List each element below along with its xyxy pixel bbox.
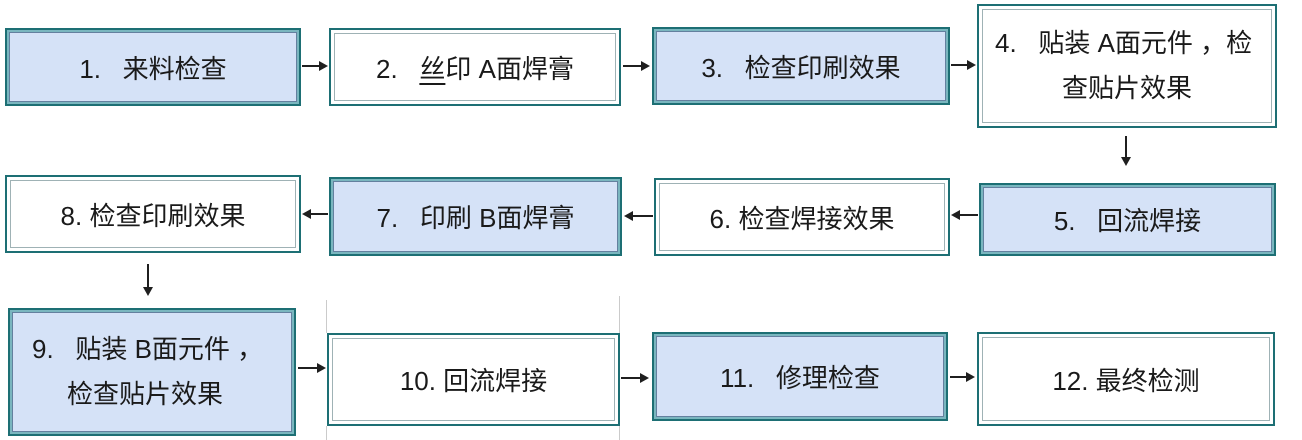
arrow-right-icon: [298, 362, 326, 374]
step-label: 8. 检查印刷效果: [60, 200, 246, 231]
arrow-right-icon: [951, 59, 976, 71]
step-label-line2: 查贴片效果: [1061, 73, 1192, 103]
arrow-left-icon: [302, 208, 328, 220]
arrow-shaft: [1125, 136, 1127, 158]
step-label: 11. 修理检查: [720, 363, 880, 393]
flow-step-1-incoming-inspection: 1. 来料检查: [5, 28, 301, 106]
flow-step-10-reflow-soldering: 10. 回流焊接: [327, 333, 620, 426]
step-label: 3. 检查印刷效果: [701, 52, 901, 83]
faint-vertical-line: [619, 426, 620, 440]
arrow-left-icon: [624, 210, 653, 222]
arrow-right-icon: [950, 371, 975, 383]
arrow-right-icon: [621, 372, 649, 384]
arrow-down-icon: [142, 264, 154, 296]
flow-step-5-reflow-soldering: 5. 回流焊接: [979, 183, 1276, 256]
arrow-left-icon: [951, 209, 978, 221]
arrow-right-icon: [302, 60, 328, 72]
arrow-shaft: [621, 377, 641, 379]
step-label: 6. 检查焊接效果: [709, 203, 895, 234]
step-label-part: 印 A面焊膏: [445, 53, 574, 84]
flow-step-7-print-solder-paste-side-b: 7. 印刷 B面焊膏: [329, 177, 622, 256]
step-label-line1: 4. 贴装 A面元件 ，检: [995, 28, 1253, 58]
arrow-shaft: [950, 376, 967, 378]
step-label: 12. 最终检测: [1052, 365, 1200, 396]
step-label: 7. 印刷 B面焊膏: [376, 203, 575, 233]
step-label: 5. 回流焊接: [1053, 206, 1202, 236]
step-label: 10. 回流焊接: [399, 366, 548, 396]
step-label: 2. 丝印 A面焊膏: [376, 49, 574, 86]
step-label: 9. 贴装 B面元件 ， 检查贴片效果: [10, 327, 294, 417]
step-label: 4. 贴装 A面元件 ，检 查贴片效果: [979, 21, 1275, 111]
arrow-shaft: [951, 64, 968, 66]
step-label-line1: 9. 贴装 B面元件 ，: [32, 334, 264, 364]
arrow-shaft: [298, 367, 318, 369]
arrow-down-icon: [1120, 136, 1132, 166]
step-label-line2: 检查贴片效果: [67, 379, 224, 409]
arrow-shaft: [302, 65, 320, 67]
arrow-right-icon: [623, 60, 650, 72]
arrow-shaft: [959, 214, 978, 216]
flow-step-11-repair-inspection: 11. 修理检查: [652, 332, 948, 421]
underlined-char: 丝: [419, 53, 446, 84]
faint-vertical-line: [619, 296, 620, 333]
flow-step-3-inspect-printing: 3. 检查印刷效果: [652, 27, 950, 105]
faint-vertical-line: [326, 300, 327, 333]
arrow-shaft: [623, 65, 642, 67]
flow-step-12-final-inspection: 12. 最终检测: [977, 332, 1275, 426]
step-label: 1. 来料检查: [79, 53, 227, 84]
step-label-part: 2.: [376, 53, 420, 84]
flow-step-9-place-side-b-components: 9. 贴装 B面元件 ， 检查贴片效果: [8, 308, 296, 436]
flow-step-4-place-side-a-components: 4. 贴装 A面元件 ，检 查贴片效果: [977, 4, 1277, 128]
arrow-shaft: [310, 213, 328, 215]
flow-step-2-print-solder-paste-side-a: 2. 丝印 A面焊膏: [329, 28, 621, 106]
arrow-shaft: [147, 264, 149, 288]
arrow-shaft: [632, 215, 653, 217]
flow-step-8-inspect-printing-side-b: 8. 检查印刷效果: [5, 175, 301, 253]
flow-step-6-inspect-soldering: 6. 检查焊接效果: [654, 178, 950, 256]
faint-vertical-line: [326, 426, 327, 440]
